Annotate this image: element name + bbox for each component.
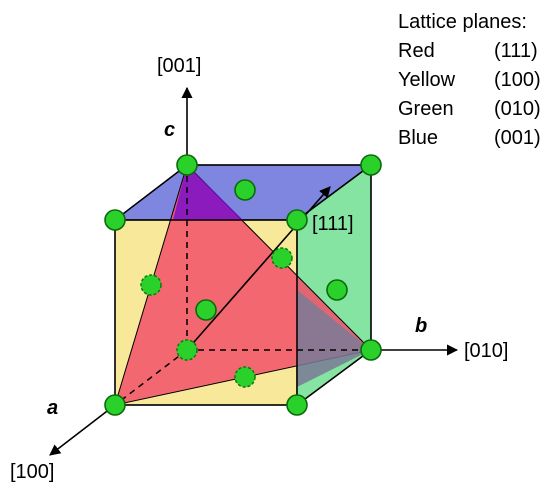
- atom-hidden-bottom-face: [234, 366, 256, 388]
- axis-c-label: c: [164, 119, 176, 141]
- atom-corner-bottom-front-left: [104, 394, 126, 416]
- legend-title: Lattice planes:: [398, 11, 527, 33]
- direction-111-label: [111]: [312, 213, 354, 235]
- atom-corner-top-front-right: [286, 209, 308, 231]
- direction-010-label: [010]: [464, 340, 509, 362]
- atom-top-face-center: [234, 179, 256, 201]
- legend-plane-111: (111): [494, 40, 538, 62]
- legend-color-blue: Blue: [398, 127, 439, 149]
- legend-color-red: Red: [398, 40, 435, 62]
- atom-hidden-corner: [176, 339, 198, 361]
- atom-corner-top-front-left: [104, 209, 126, 231]
- atom-corner-top-back-right: [360, 154, 382, 176]
- legend-plane-010: (010): [494, 98, 541, 120]
- legend-plane-001: (001): [494, 127, 541, 149]
- direction-001-label: [001]: [157, 55, 202, 77]
- plane-111-overlap-right: [297, 290, 371, 387]
- axis-b-label: b: [415, 315, 428, 337]
- legend-plane-100: (100): [494, 69, 541, 91]
- atom-corner-top-back-left: [176, 154, 198, 176]
- diagonal-111-arrow: [186, 186, 331, 351]
- plane-111-overlap-top: [173, 165, 243, 220]
- legend-color-green: Green: [398, 98, 454, 120]
- atom-hidden-left-face: [140, 274, 162, 296]
- atom-corner-bottom-front-right: [286, 394, 308, 416]
- direction-100-label: [100]: [10, 461, 55, 483]
- axis-a-arrow: [49, 404, 116, 456]
- atom-hidden-back-face: [271, 247, 293, 269]
- atom-corner-bottom-back-right: [360, 339, 382, 361]
- atom-right-face-center: [326, 279, 348, 301]
- legend-color-yellow: Yellow: [398, 69, 456, 91]
- atom-front-face-center: [195, 299, 217, 321]
- axis-a-label: a: [47, 397, 59, 419]
